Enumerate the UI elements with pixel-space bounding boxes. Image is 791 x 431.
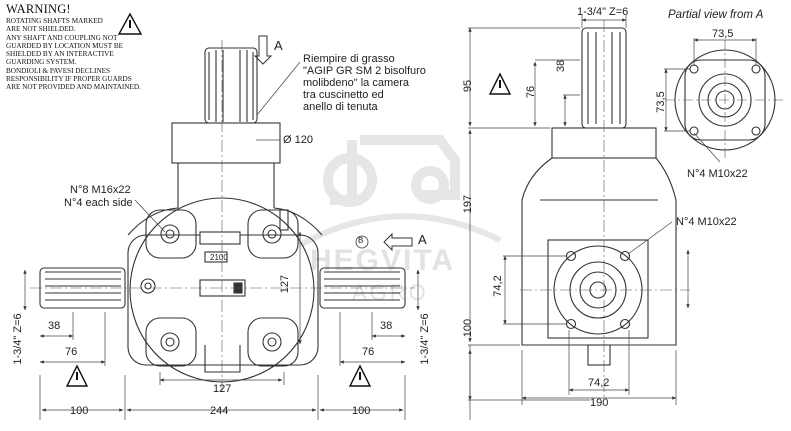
- dim-100-side: 100: [462, 318, 474, 338]
- dim-735-horizontal: 73,5: [712, 28, 734, 40]
- warning-line: SHIELDED BY AN INTERACTIVE: [6, 50, 114, 59]
- dim-38-left: 38: [48, 320, 61, 332]
- note-line: tra cuscinetto ed: [303, 89, 384, 101]
- dim-735-vertical: 73,5: [655, 91, 667, 113]
- dim-76-left: 76: [65, 346, 78, 358]
- dim-100-right: 100: [352, 405, 371, 417]
- warning-line: BONDIOLI & PAVESI DECLINES: [6, 66, 111, 75]
- view-arrow-icon: [253, 35, 413, 252]
- view-b-label: B: [358, 236, 364, 245]
- warning-triangle-icon: [65, 12, 512, 387]
- view-a-label-top: A: [274, 38, 283, 53]
- warning-line: ARE NOT SHIELDED.: [6, 25, 76, 34]
- partial-view-title: Partial view from A: [668, 9, 764, 21]
- note-line: "AGIP GR SM 2 bisolfuro: [303, 65, 426, 77]
- dim-38-side: 38: [555, 59, 567, 73]
- warning-line: RESPONSIBILITY IF PROPER GUARDS: [6, 75, 132, 84]
- note-line: molibdeno" la camera: [303, 77, 410, 89]
- warning-title: WARNING!: [6, 2, 71, 16]
- warning-line: ROTATING SHAFTS MARKED: [6, 17, 103, 25]
- bolt-callout-m16: N°8 M16x22: [70, 184, 131, 196]
- bolt-callout-m10-side: N°4 M10x22: [676, 216, 737, 228]
- front-centerlines: [30, 40, 415, 395]
- dim-100-left: 100: [70, 405, 89, 417]
- note-line: anello di tenuta: [303, 101, 378, 113]
- dim-38-right: 38: [380, 320, 393, 332]
- side-view: [521, 27, 677, 366]
- bolt-callout-each-side: N°4 each side: [64, 197, 133, 209]
- diameter-callout: Ø 120: [283, 134, 313, 146]
- dim-742-horizontal: 74,2: [588, 377, 610, 389]
- side-centerlines: [520, 20, 690, 400]
- dim-190: 190: [590, 397, 609, 409]
- partial-centerlines: [665, 40, 785, 160]
- bolt-callout-m10-top: N°4 M10x22: [687, 168, 748, 180]
- warning-line: GUARDED BY LOCATION MUST BE: [6, 41, 123, 50]
- dim-95: 95: [462, 79, 474, 93]
- tractor-watermark-icon: [298, 135, 502, 248]
- dim-127-horizontal: 127: [213, 383, 232, 395]
- dim-127-vertical: 127: [279, 274, 291, 294]
- dim-76-right: 76: [362, 346, 375, 358]
- view-a-label-side: A: [418, 232, 427, 247]
- dim-spline-top: 1-3/4" Z=6: [577, 6, 629, 18]
- dim-spline-right: 1-3/4" Z=6: [419, 313, 431, 365]
- dim-spline-left: 1-3/4" Z=6: [12, 313, 24, 365]
- ratio-plate: 2100: [210, 253, 228, 262]
- warning-line: ARE NOT PROVIDED AND MAINTAINED.: [6, 83, 141, 92]
- grease-note: Riempire di grasso "AGIP GR SM 2 bisolfu…: [303, 53, 426, 113]
- warning-line: ANY SHAFT AND COUPLING NOT: [6, 33, 118, 42]
- dim-742-vertical: 74,2: [492, 275, 504, 297]
- note-line: Riempire di grasso: [303, 53, 395, 65]
- warning-block: WARNING! ROTATING SHAFTS MARKED ARE NOT …: [6, 2, 156, 92]
- dimension-lines: [23, 15, 757, 420]
- dim-244: 244: [210, 405, 229, 417]
- dim-76-side: 76: [525, 85, 537, 99]
- warning-line: GUARDING SYSTEM.: [6, 58, 77, 67]
- dim-197: 197: [462, 194, 474, 214]
